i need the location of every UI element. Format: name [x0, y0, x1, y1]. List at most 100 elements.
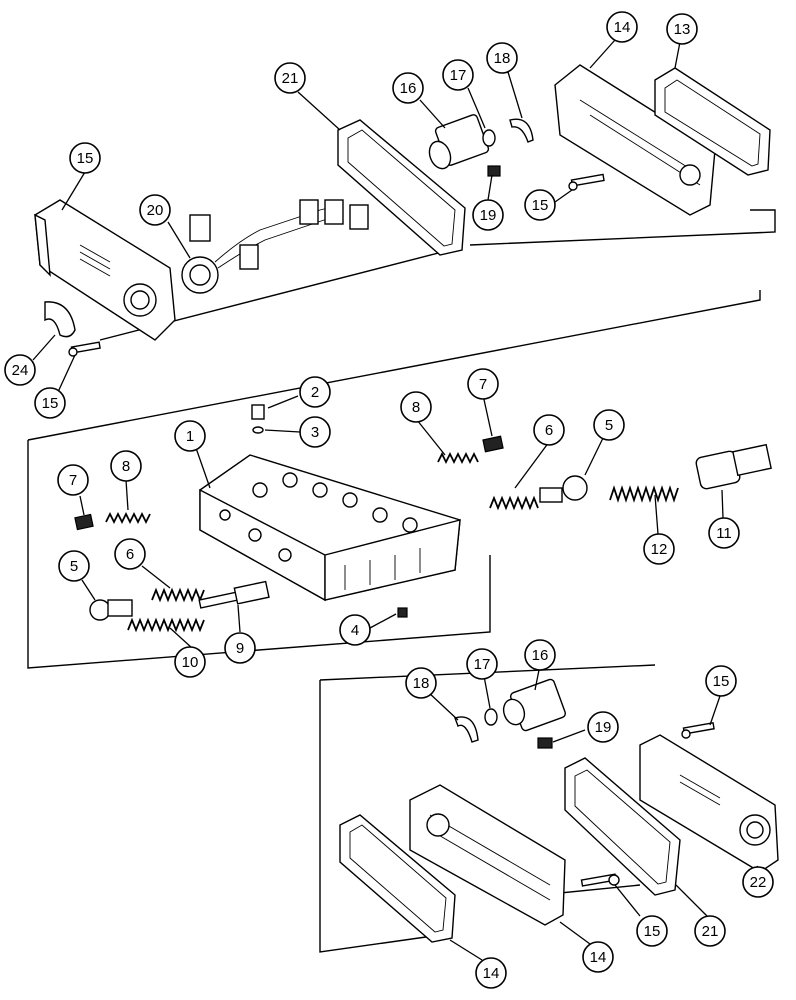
- svg-text:8: 8: [412, 399, 420, 416]
- callout-16: 16: [524, 639, 556, 671]
- svg-text:3: 3: [311, 424, 319, 441]
- svg-text:5: 5: [605, 417, 613, 434]
- screw-19-upper: [487, 165, 501, 177]
- spring-8-right: [437, 451, 479, 465]
- callout-21: 21: [274, 62, 306, 94]
- plug-7-right: [482, 435, 504, 453]
- callout-8: 8: [400, 391, 432, 423]
- svg-text:17: 17: [450, 67, 467, 84]
- svg-text:19: 19: [480, 207, 497, 224]
- plug-2: [251, 404, 265, 420]
- svg-text:17: 17: [474, 656, 491, 673]
- svg-text:18: 18: [413, 675, 430, 692]
- svg-text:10: 10: [182, 654, 199, 671]
- svg-text:15: 15: [532, 197, 549, 214]
- bolt-15-upper-right: [568, 173, 605, 191]
- solenoid-16-upper: [428, 114, 490, 170]
- svg-text:15: 15: [42, 395, 59, 412]
- callout-23: 15: [69, 142, 101, 174]
- svg-text:9: 9: [236, 640, 244, 657]
- callout-4: 4: [339, 614, 371, 646]
- svg-text:6: 6: [126, 546, 134, 563]
- callout-3: 3: [299, 416, 331, 448]
- svg-text:19: 19: [595, 719, 612, 736]
- svg-text:18: 18: [494, 50, 511, 67]
- callout-7: 7: [57, 464, 89, 496]
- spring-10: [127, 617, 205, 633]
- svg-text:21: 21: [702, 923, 719, 940]
- callout-19: 19: [587, 711, 619, 743]
- svg-text:11: 11: [716, 525, 732, 542]
- callout-7: 7: [467, 368, 499, 400]
- callout-17: 17: [466, 648, 498, 680]
- gasket-21-lower: [564, 757, 681, 896]
- gasket-21-upper: [337, 119, 466, 256]
- svg-text:8: 8: [122, 458, 130, 475]
- callout-1: 1: [174, 420, 206, 452]
- callout-14: 14: [606, 11, 638, 43]
- cover-22: [639, 734, 779, 873]
- callout-11: 11: [708, 517, 740, 549]
- spring-8-left: [105, 511, 151, 525]
- callout-5: 5: [58, 550, 90, 582]
- cover-23: [34, 199, 176, 341]
- callout-13: 13: [666, 13, 698, 45]
- housing-14-upper: [554, 64, 716, 216]
- plunger-5-right: [539, 475, 588, 503]
- callout-18: 18: [405, 667, 437, 699]
- svg-text:16: 16: [400, 80, 417, 97]
- svg-text:5: 5: [70, 558, 78, 575]
- callout-6: 6: [114, 538, 146, 570]
- gasket-13-lower: [339, 814, 456, 943]
- clip-24: [44, 301, 76, 338]
- svg-text:2: 2: [311, 384, 319, 401]
- o-ring-17-upper: [482, 129, 496, 147]
- bolt-15-lower-right: [681, 722, 715, 739]
- bolt-15-lower-mid: [580, 873, 620, 887]
- valve-body-1: [199, 454, 461, 602]
- svg-text:21: 21: [282, 70, 299, 87]
- svg-text:1: 1: [186, 428, 194, 445]
- callout-15: 15: [524, 189, 556, 221]
- callout-17: 17: [442, 59, 474, 91]
- callout-16: 16: [392, 72, 424, 104]
- svg-text:12: 12: [651, 541, 668, 558]
- callout-18: 18: [486, 42, 518, 74]
- plug-4: [397, 607, 408, 618]
- callout-22: 22: [742, 866, 774, 898]
- callout-6: 6: [533, 414, 565, 446]
- spring-12: [609, 485, 679, 503]
- callout-20: 20: [139, 194, 171, 226]
- clip-18-upper: [509, 118, 534, 143]
- spring-6-right: [489, 495, 539, 511]
- callout-15: 15: [34, 387, 66, 419]
- callouts: 15 24 15 20 21 16 17 18 19 15 14 13 1 2 …: [4, 11, 774, 989]
- screw-19-lower: [537, 737, 553, 749]
- callout-14: 14: [582, 941, 614, 973]
- svg-text:20: 20: [147, 202, 164, 219]
- valve-11: [695, 443, 772, 490]
- o-ring-17-lower: [484, 708, 498, 726]
- plunger-5-left: [89, 599, 133, 621]
- spring-6-left: [151, 587, 205, 603]
- svg-text:13: 13: [674, 21, 691, 38]
- svg-text:15: 15: [77, 150, 94, 167]
- callout-13: 14: [475, 957, 507, 989]
- svg-text:14: 14: [614, 19, 631, 36]
- svg-text:7: 7: [69, 472, 77, 489]
- callout-9: 9: [224, 632, 256, 664]
- callout-8: 8: [110, 450, 142, 482]
- callout-12: 12: [643, 533, 675, 565]
- housing-14-lower: [409, 784, 566, 926]
- clip-18-lower: [454, 716, 479, 743]
- callout-24: 24: [4, 354, 36, 386]
- callout-19: 19: [472, 199, 504, 231]
- valve-9: [198, 580, 270, 609]
- svg-text:15: 15: [644, 923, 661, 940]
- solenoid-16-lower: [502, 678, 567, 732]
- harness-20: [181, 199, 369, 294]
- svg-text:4: 4: [351, 622, 359, 639]
- callout-10: 10: [174, 646, 206, 678]
- plug-7-left: [74, 513, 94, 531]
- bolt-15-upper-left: [68, 341, 101, 357]
